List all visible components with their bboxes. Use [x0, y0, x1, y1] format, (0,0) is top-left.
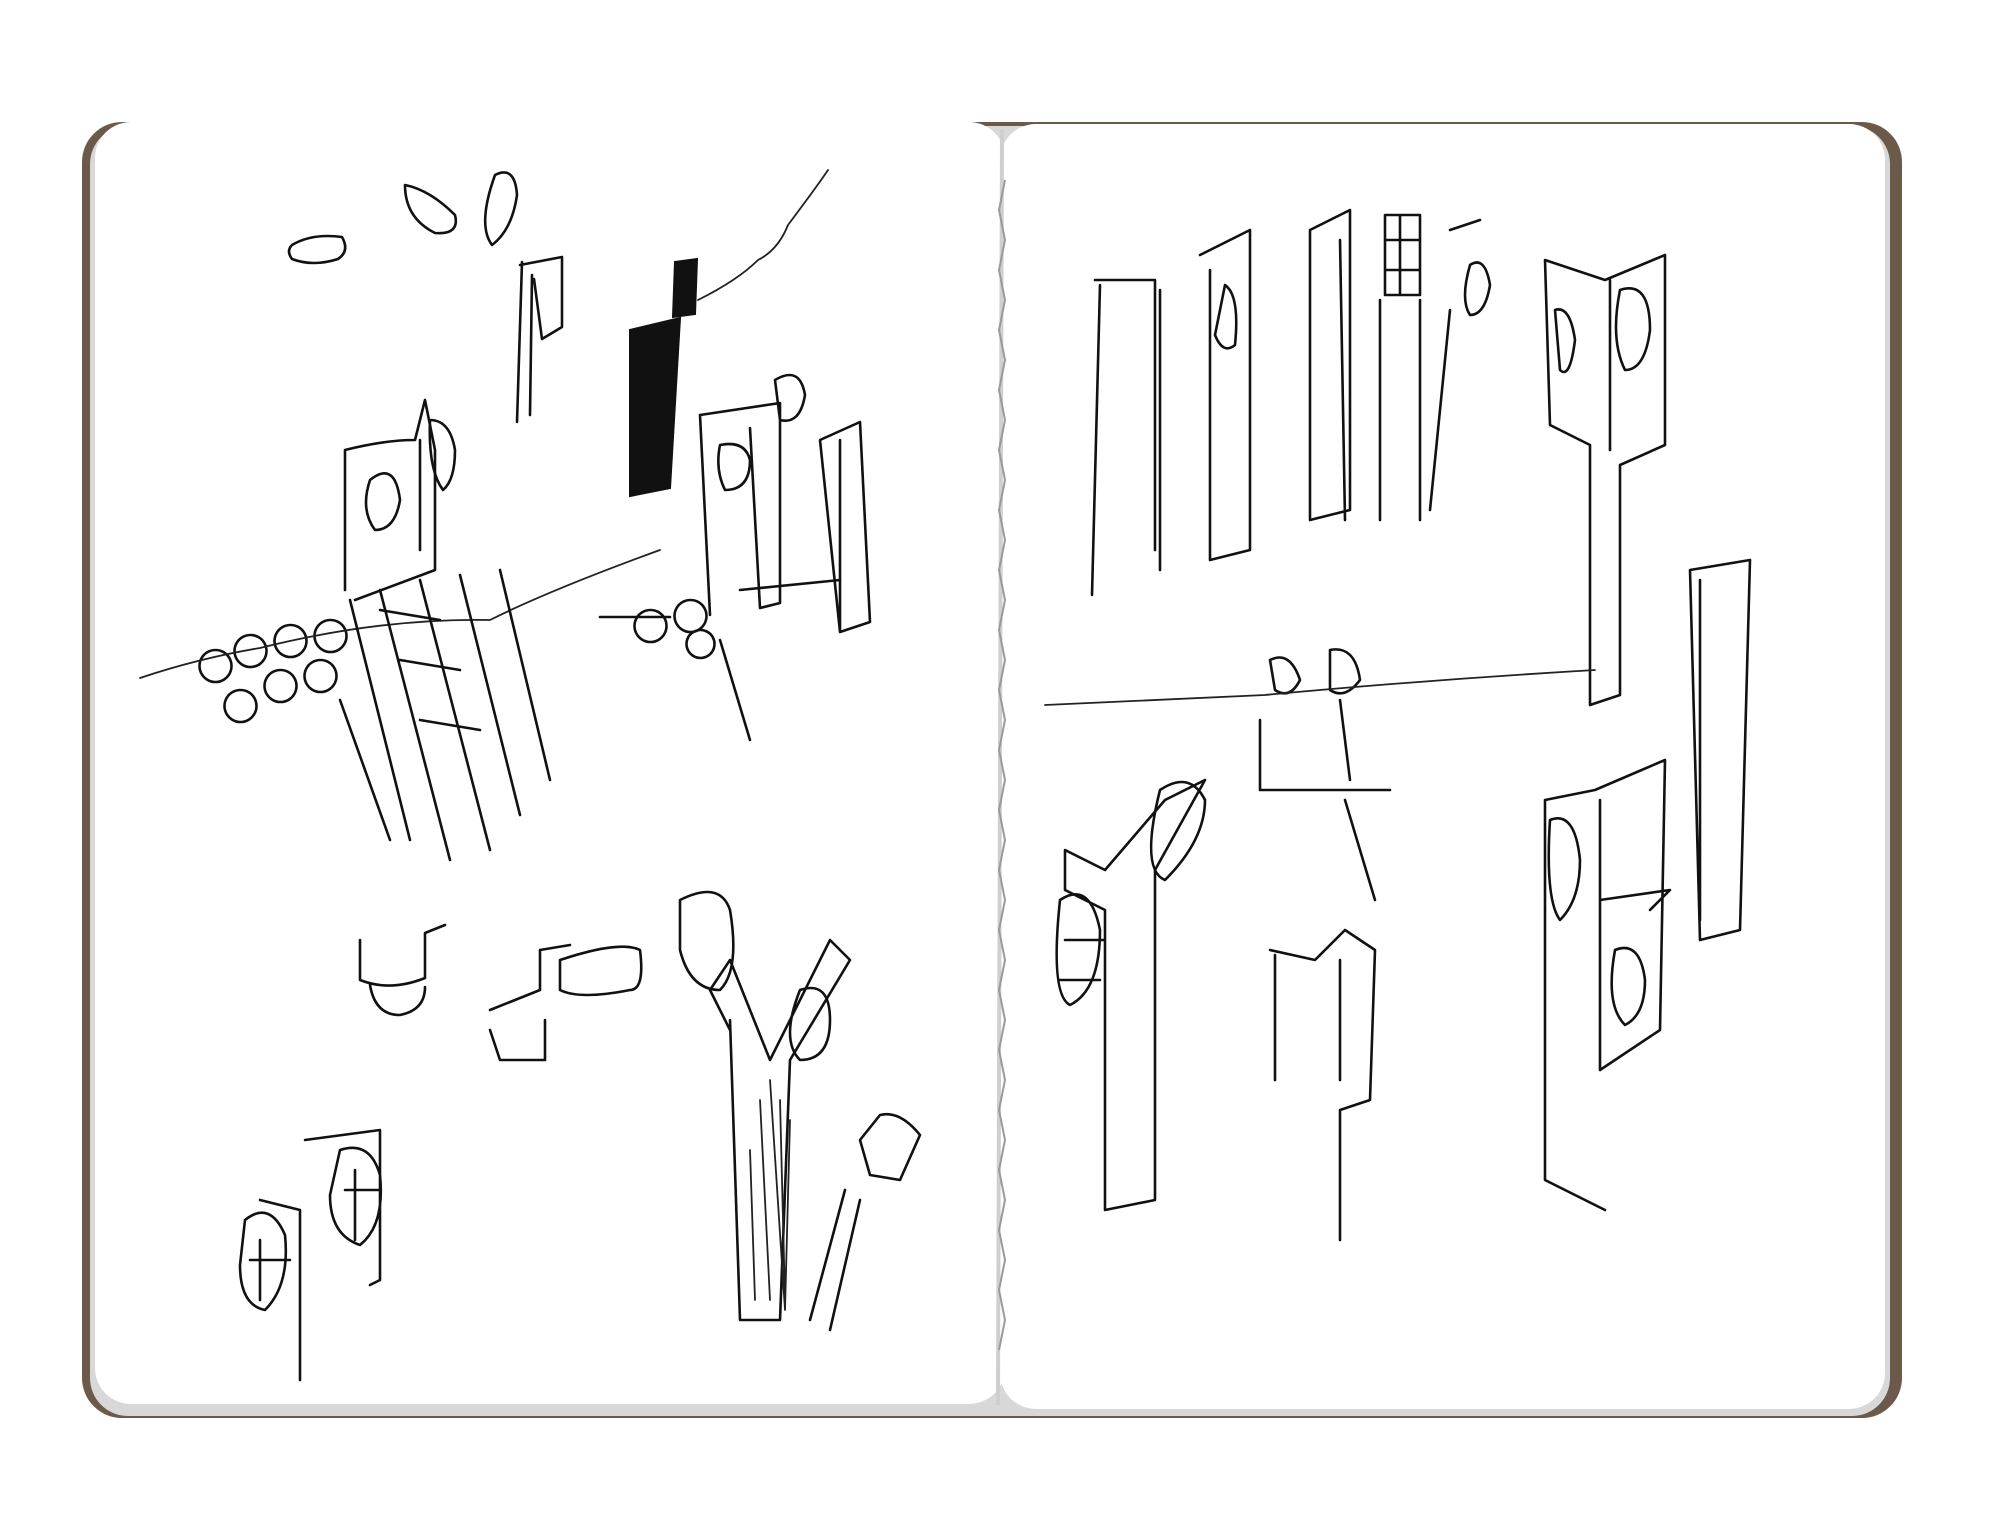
sketch-ground-lamps	[598, 578, 842, 742]
sketch-y-tower	[678, 890, 852, 1322]
sketch-horizon-line-1	[697, 169, 829, 301]
sketch-angled-lamp	[808, 1112, 922, 1332]
sketch-right-tall-block	[698, 373, 807, 617]
sketch-column-3	[1308, 208, 1352, 522]
sketch-notch-column	[1268, 928, 1377, 1242]
sketch-lamp-column	[1543, 758, 1672, 1212]
sketch-column-window	[1378, 213, 1422, 522]
sketch-y-tower-hatching	[749, 1079, 791, 1311]
sketch-dark-tower	[629, 316, 682, 498]
sketch-horizon-line	[1044, 669, 1596, 706]
sketch-column-1	[1090, 278, 1162, 597]
left-page	[95, 122, 1005, 1404]
sketch-split-column	[1055, 778, 1207, 1212]
sketch-tower-lamp	[364, 418, 457, 532]
right-page-sketches	[1044, 208, 1752, 1242]
right-page	[1000, 124, 1885, 1409]
sketch-column-2	[1198, 228, 1252, 562]
sketch-bracket-lamp	[1428, 218, 1492, 512]
sketch-t-column	[1543, 253, 1667, 707]
sketch-perspective-pillars	[338, 568, 552, 862]
sketch-horizon-line-2	[139, 549, 661, 679]
sketch-lamp-pair	[403, 171, 519, 247]
sketch-signal-post	[515, 255, 564, 424]
sketch-small-fixture-1	[358, 923, 447, 1017]
sketch-lamp-small	[287, 234, 347, 265]
spine-stitching	[997, 179, 1007, 1351]
left-page-sketches	[139, 169, 922, 1382]
sketch-small-fixture-2	[488, 943, 643, 1062]
sketch-tower-top	[671, 257, 699, 319]
notebook	[82, 122, 1902, 1418]
sketch-thin-columns	[818, 420, 872, 634]
sketch-double-lamp-post	[238, 1128, 383, 1382]
sketch-base-lamps	[198, 618, 348, 724]
sketch-center-lamps	[1258, 648, 1392, 902]
sketch-slab-tall	[1688, 558, 1752, 942]
